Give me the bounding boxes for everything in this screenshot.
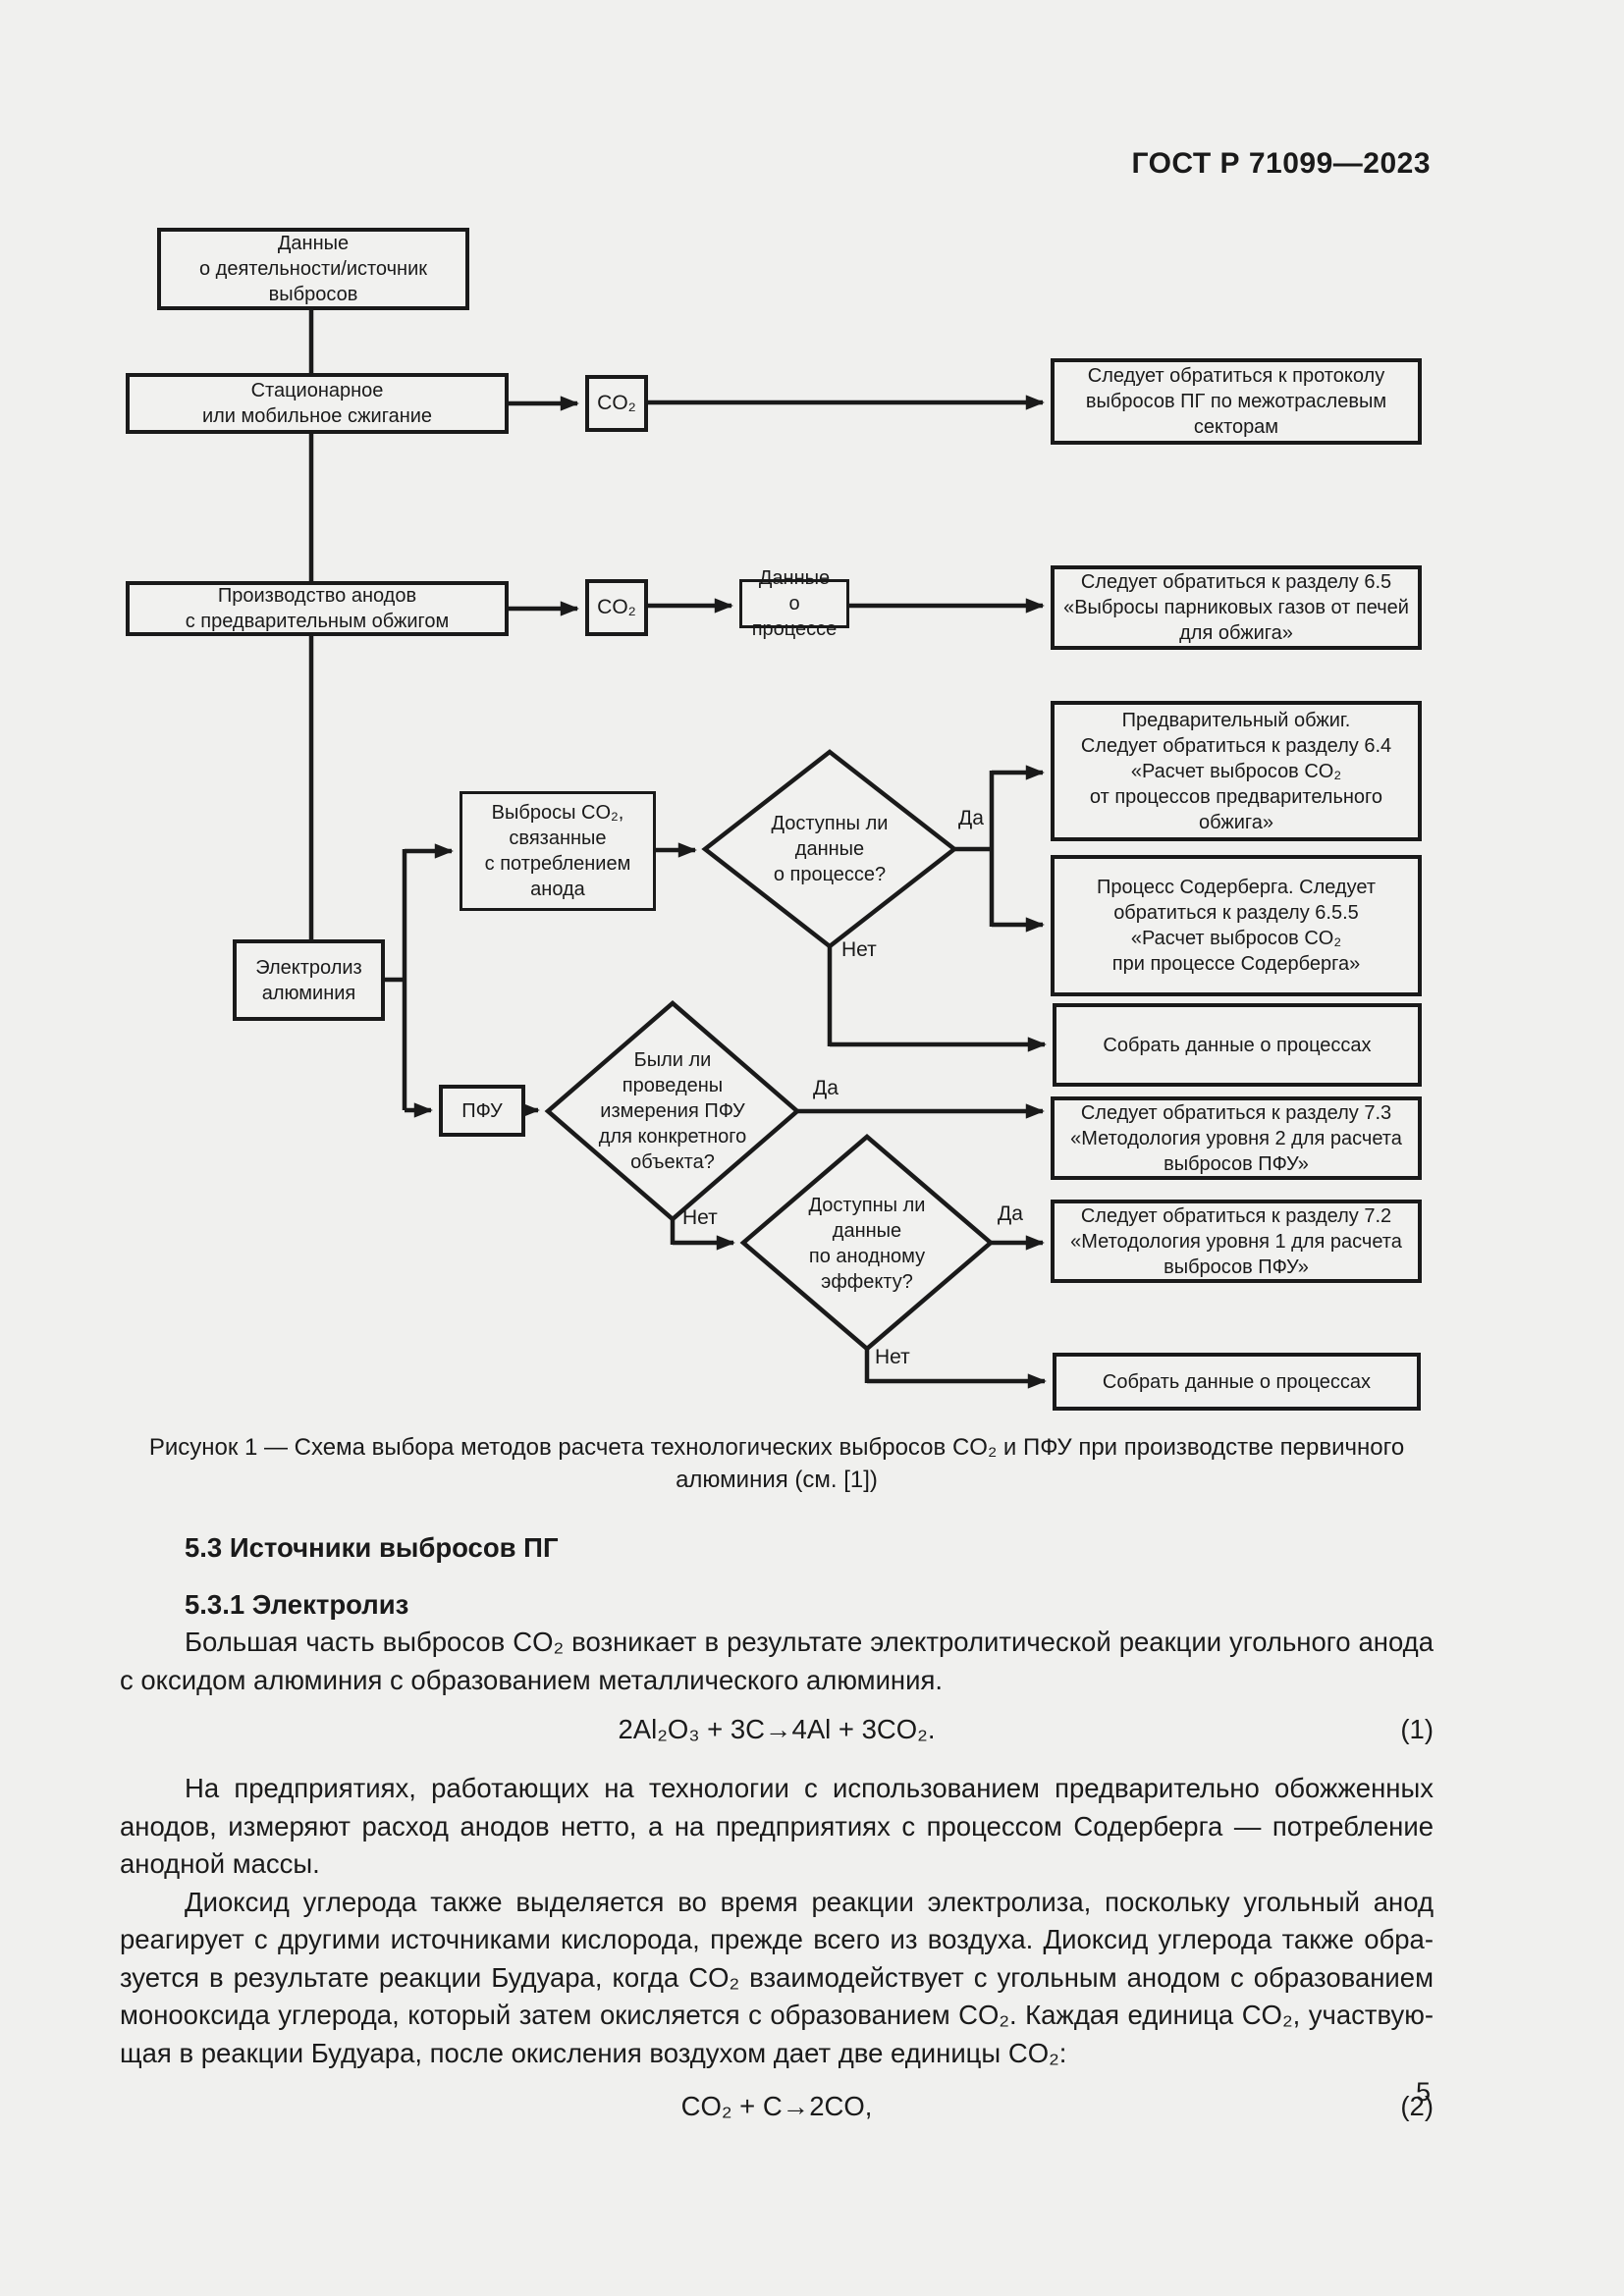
paragraph-2-line-1: На предприятиях, работающих на технологи… bbox=[185, 1773, 1434, 1803]
figure-caption: Рисунок 1 — Схема выбора методов расчета… bbox=[148, 1434, 1405, 1493]
diamond-text-anode-effect: Доступны ли данные по анодному эффекту? bbox=[808, 1195, 926, 1293]
label-no-1: Нет bbox=[841, 938, 877, 961]
diamond-text-process-data: Доступны ли данные о процессе? bbox=[771, 813, 889, 885]
node-ghg-protocol: Следует обратиться к протоколу выбросов … bbox=[1051, 358, 1422, 445]
node-activity-data: Данные о деятельности/источник выбросов bbox=[157, 228, 469, 310]
paragraph-3-line-4: монооксида углерода, который затем окисл… bbox=[120, 2000, 1434, 2030]
equation-2-number: (2) bbox=[1400, 2091, 1434, 2121]
paragraph-1-line-2: с оксидом алюминия с образованием металл… bbox=[120, 1664, 944, 1695]
node-aluminium-electrolysis: Электролиз алюминия bbox=[233, 939, 385, 1021]
paragraph-2-line-3: анодной массы. bbox=[120, 1848, 320, 1879]
equation-1-row: 2Al₂O₃ + 3C→4Al + 3CO₂. (1) bbox=[120, 1711, 1434, 1762]
equation-1-number: (1) bbox=[1400, 1714, 1434, 1744]
document-standard-number: ГОСТ Р 71099—2023 bbox=[1131, 147, 1431, 180]
equation-2: CO₂ + C→2CO, bbox=[680, 2091, 873, 2121]
node-collect-process-data-2: Собрать данные о процессах bbox=[1053, 1353, 1421, 1411]
section-heading-5-3-1: 5.3.1 Электролиз bbox=[185, 1588, 409, 1620]
decision-diamond-anode-effect bbox=[739, 1134, 995, 1352]
diamond-text-pfu-measured: Были ли проведены измерения ПФУ для конк… bbox=[598, 1049, 747, 1173]
node-co2-middle: CO₂ bbox=[585, 579, 648, 636]
node-section-7-3: Следует обратиться к разделу 7.3 «Методо… bbox=[1051, 1096, 1422, 1180]
node-soderberg-section-6-5-5: Процесс Содерберга. Следует обратиться к… bbox=[1051, 855, 1422, 996]
node-pfu: ПФУ bbox=[439, 1085, 525, 1137]
node-collect-process-data-1: Собрать данные о процессах bbox=[1053, 1003, 1422, 1087]
node-section-7-2: Следует обратиться к разделу 7.2 «Методо… bbox=[1051, 1200, 1422, 1283]
equation-1: 2Al₂O₃ + 3C→4Al + 3CO₂. bbox=[618, 1714, 936, 1744]
paragraph-1-line-1: Большая часть выбросов CO₂ возникает в р… bbox=[185, 1627, 1434, 1657]
decision-diamond-process-data bbox=[701, 749, 958, 949]
label-yes-3: Да bbox=[998, 1202, 1023, 1225]
node-prebake-section-6-4: Предварительный обжиг. Следует обратитьс… bbox=[1051, 701, 1422, 841]
node-co2-top: CO₂ bbox=[585, 375, 648, 432]
page-number: 5 bbox=[1415, 2077, 1431, 2107]
label-no-3: Нет bbox=[875, 1346, 910, 1368]
label-yes-1: Да bbox=[958, 807, 984, 829]
paragraph-3-line-1: Диоксид углерода также выделяется во вре… bbox=[185, 1886, 1434, 1917]
paragraph-3-line-3: зуется в результате реакции Будуара, ког… bbox=[120, 1961, 1434, 1993]
label-no-2: Нет bbox=[682, 1206, 718, 1229]
paragraph-3-line-5: щая в реакции Будуара, после окисления в… bbox=[120, 2037, 1067, 2068]
node-stationary-combustion: Стационарное или мобильное сжигание bbox=[126, 373, 509, 434]
label-yes-2: Да bbox=[813, 1077, 839, 1099]
paragraph-3-line-2: реагирует с другими источниками кислород… bbox=[120, 1924, 1434, 1954]
equation-2-row: CO₂ + C→2CO, (2) bbox=[120, 2088, 1434, 2139]
section-heading-5-3: 5.3 Источники выбросов ПГ bbox=[185, 1532, 559, 1563]
decision-diamond-pfu-measured bbox=[544, 1000, 801, 1222]
node-section-6-5: Следует обратиться к разделу 6.5 «Выброс… bbox=[1051, 565, 1422, 650]
node-anode-production: Производство анодов с предварительным об… bbox=[126, 581, 509, 636]
node-process-data: Данные о процессе bbox=[739, 567, 849, 640]
body-text: 5.3 Источники выбросов ПГ 5.3.1 Электрол… bbox=[120, 1529, 1434, 2147]
paragraph-2-line-2: анодов, измеряют расход анодов нетто, а … bbox=[120, 1810, 1434, 1842]
node-co2-anode-consumption: Выбросы CO₂, связанные с потреблением ан… bbox=[460, 791, 656, 911]
